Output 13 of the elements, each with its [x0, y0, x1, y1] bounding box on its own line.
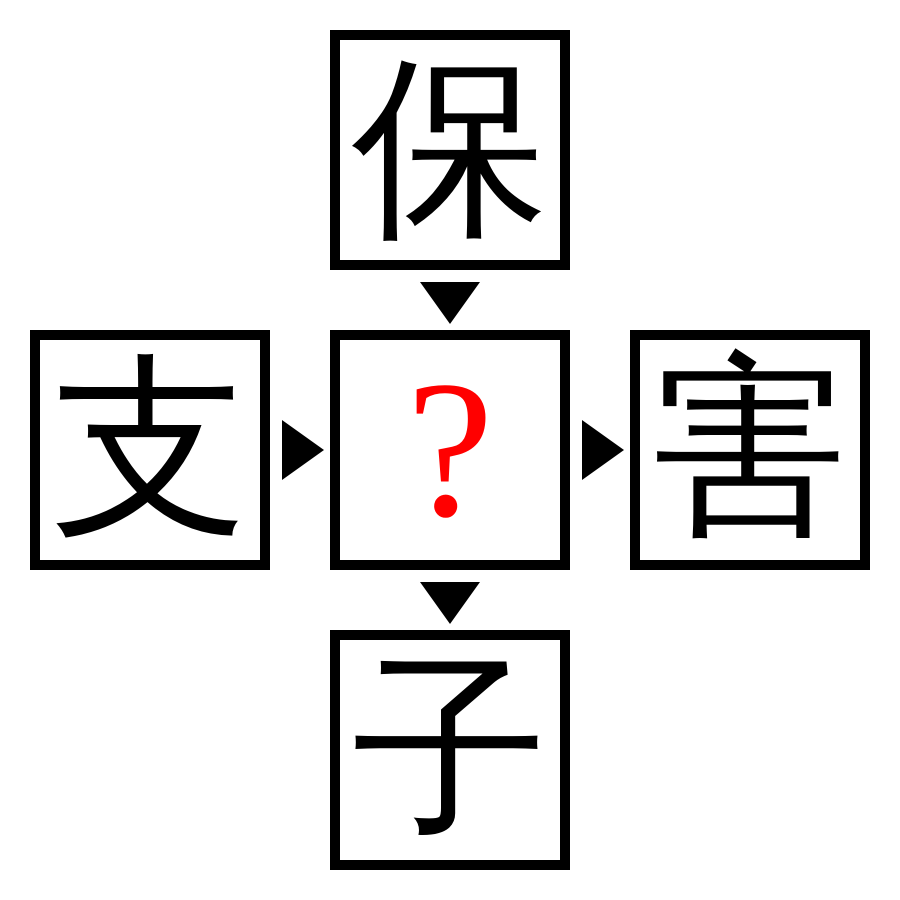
kanji-character: 保	[352, 52, 548, 248]
character-box	[330, 30, 570, 270]
arrow-triangle	[420, 582, 480, 624]
arrow-triangle	[420, 282, 480, 324]
question-mark: ?	[406, 352, 494, 548]
kanji-character: 子	[352, 652, 548, 848]
character-box	[330, 630, 570, 870]
arrow-triangle	[582, 420, 624, 480]
kanji-character: 支	[52, 352, 248, 548]
arrow-triangle	[282, 420, 324, 480]
character-box	[330, 330, 570, 570]
character-box	[30, 330, 270, 570]
character-box	[630, 330, 870, 570]
